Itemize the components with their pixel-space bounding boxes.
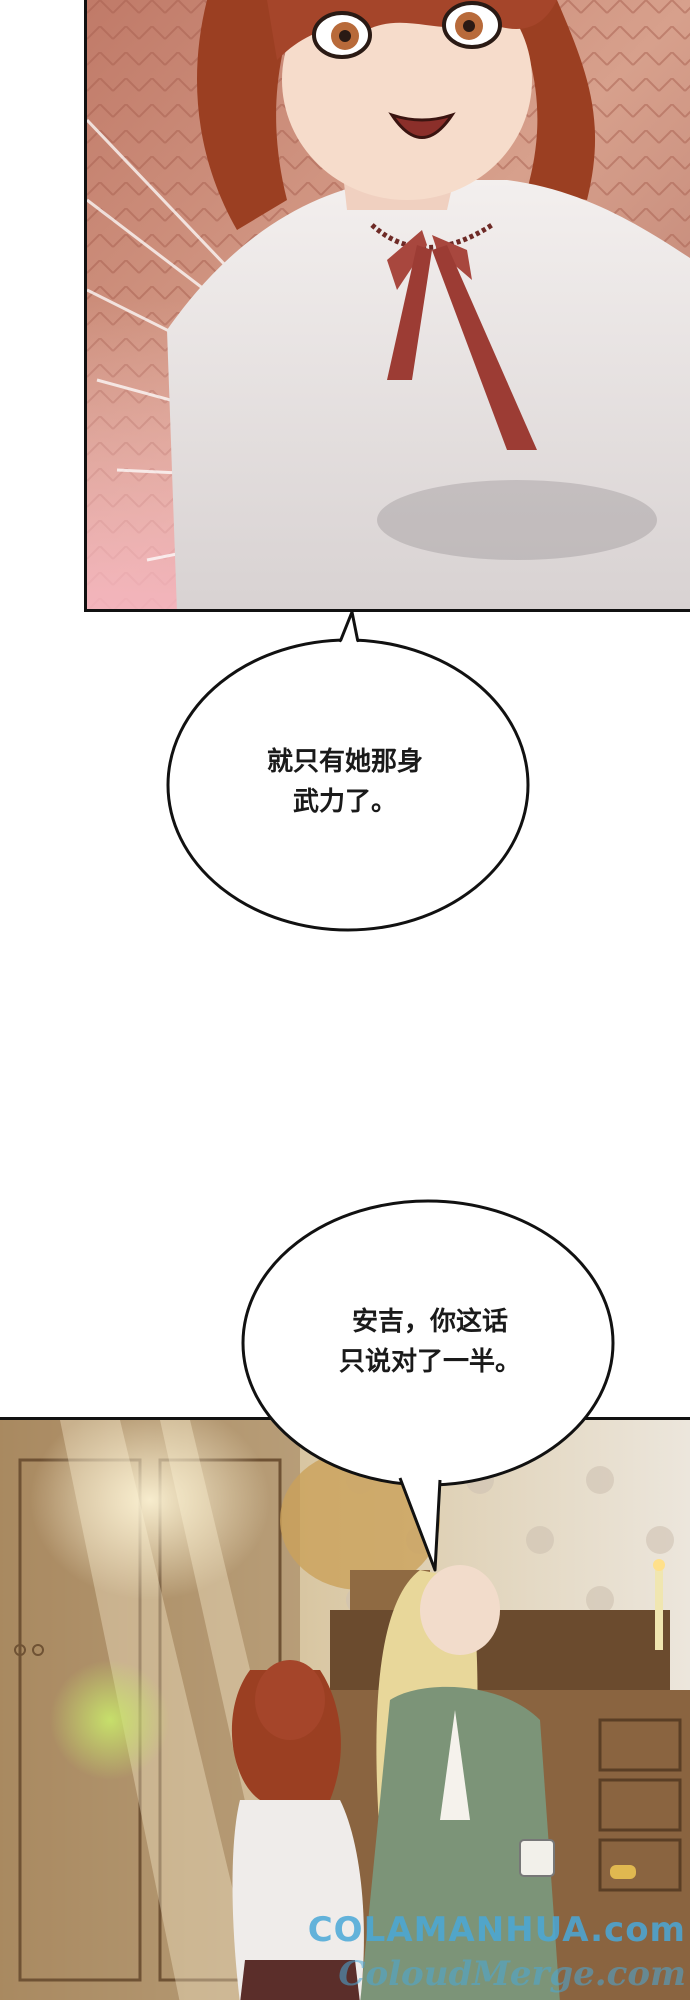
speech-bubble-2-text: 安吉，你这话 只说对了一半。 [240, 1302, 620, 1382]
speech-bubble-2-shape [241, 1199, 615, 1572]
top-comic-panel [84, 0, 690, 612]
speech-bubble-1-line-1: 就只有她那身 [266, 747, 423, 777]
speech-bubble-2-line-1: 安吉，你这话 [351, 1307, 508, 1337]
interior-scene-illustration [0, 1420, 690, 2000]
speech-bubble-1-line-2: 武力了。 [292, 787, 397, 817]
speech-bubble-2: 安吉，你这话 只说对了一半。 [240, 1198, 620, 1578]
watermark-line-1: COLAMANHUA.com [307, 1910, 686, 1950]
watermark-line-2: ColoudMerge.com [338, 1954, 686, 1994]
speech-bubble-1-text: 就只有她那身 武力了。 [160, 742, 530, 822]
bottom-comic-panel [0, 1417, 690, 2000]
speech-bubble-1: 就只有她那身 武力了。 [160, 600, 530, 935]
character-illustration-top [87, 0, 690, 609]
speech-bubble-1-shape [166, 610, 530, 932]
speech-bubble-2-line-2: 只说对了一半。 [338, 1347, 521, 1377]
